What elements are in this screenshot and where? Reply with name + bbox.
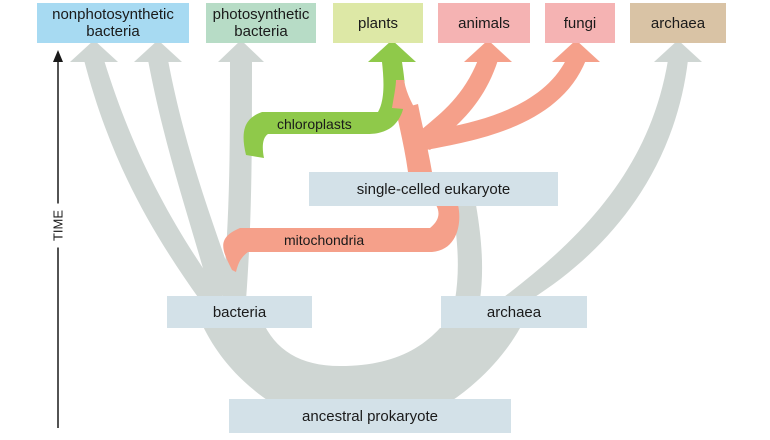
trunk-shape <box>200 320 520 402</box>
branch-animals <box>410 60 498 150</box>
top-label-nonphotosynthetic: nonphotosynthetic bacteria <box>52 6 174 40</box>
top-label-fungi: fungi <box>563 14 597 32</box>
mitochondria-band <box>223 205 460 272</box>
top-box-archaea: archaea <box>630 3 726 43</box>
arrowhead-nonphoto-left <box>70 40 118 62</box>
arrowhead-plants <box>368 40 416 62</box>
top-label-archaea: archaea <box>650 14 706 32</box>
node-single-celled-eukaryote: single-celled eukaryote <box>309 172 558 206</box>
arrowhead-nonphoto-right <box>134 40 182 62</box>
branch-fungi <box>418 60 586 150</box>
branch-archaea-eukaryote <box>452 205 483 300</box>
up-arrow-icon <box>53 50 63 62</box>
time-axis-label: TIME <box>50 203 66 248</box>
node-ancestral-prokaryote: ancestral prokaryote <box>229 399 511 433</box>
branch-plants-salmon <box>392 80 416 110</box>
top-box-fungi: fungi <box>545 3 615 43</box>
top-box-photosynthetic-bacteria: photosynthetic bacteria <box>206 3 316 43</box>
node-label-ancestral-prokaryote: ancestral prokaryote <box>302 407 438 425</box>
chloroplast-band <box>243 62 406 158</box>
mitochondria-label: mitochondria <box>284 232 365 248</box>
node-archaea: archaea <box>441 296 587 328</box>
chloroplasts-label: chloroplasts <box>277 116 352 132</box>
arrowhead-photosynthetic <box>218 40 264 62</box>
node-bacteria: bacteria <box>167 296 312 328</box>
node-label-bacteria: bacteria <box>212 303 267 321</box>
top-label-animals: animals <box>458 14 510 32</box>
arrowhead-fungi <box>552 40 600 62</box>
node-label-archaea: archaea <box>486 303 542 321</box>
arrowhead-animals <box>464 40 512 62</box>
branch-archaea-top <box>500 60 688 300</box>
top-label-photosynthetic: photosynthetic bacteria <box>212 6 310 40</box>
arrowhead-archaea <box>654 40 702 62</box>
top-box-animals: animals <box>438 3 530 43</box>
branch-nonphoto-right <box>148 60 236 300</box>
node-label-eukaryote: single-celled eukaryote <box>356 180 511 198</box>
top-label-plants: plants <box>357 14 399 32</box>
top-box-nonphotosynthetic-bacteria: nonphotosynthetic bacteria <box>37 3 189 43</box>
top-box-plants: plants <box>333 3 423 43</box>
branch-nonphoto-left <box>84 60 225 300</box>
